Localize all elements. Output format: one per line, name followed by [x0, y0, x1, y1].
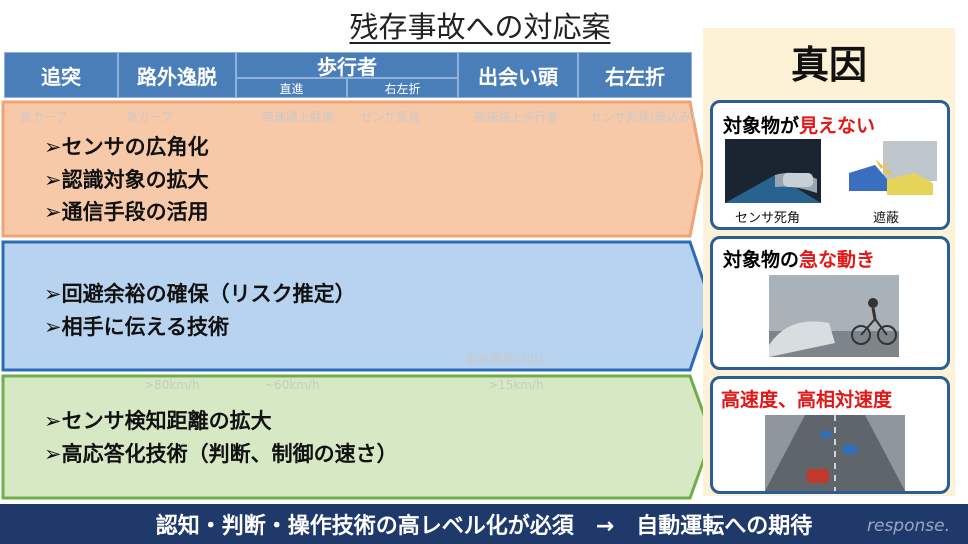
- band-item: ➢認識対象の拡大: [44, 164, 209, 197]
- ghost-text: >15km/h: [488, 378, 544, 392]
- band-item: ➢高応答化技術（判断、制御の速さ）: [44, 438, 398, 471]
- card-label-text: 対象物の: [723, 249, 799, 271]
- card-label-highlight: 見えない: [799, 115, 875, 137]
- band-item: ➢センサの広角化: [44, 131, 209, 164]
- band-item: ➢回避余裕の確保（リスク推定）: [44, 278, 356, 311]
- sensor-blindspot-image: [725, 139, 821, 203]
- header-rear-end: 追突: [4, 52, 118, 98]
- ghost-text: センサ死角(巻込み): [590, 108, 695, 125]
- band-3-items: ➢センサ検知距離の拡大 ➢高応答化技術（判断、制御の速さ）: [44, 405, 398, 470]
- occlusion-image: [845, 139, 941, 203]
- card-label-highlight: 高速度、高相対速度: [721, 385, 892, 412]
- page-title: 残存事故への対応案: [300, 4, 660, 46]
- header-crossing: 出会い頭: [458, 52, 578, 98]
- band-1-items: ➢センサの広角化 ➢認識対象の拡大 ➢通信手段の活用: [44, 131, 209, 229]
- card-label-text: 対象物が: [723, 115, 799, 137]
- highway-image: [765, 415, 905, 491]
- card-label-highlight: 急な動き: [799, 249, 875, 271]
- cyclist-image: [769, 275, 899, 357]
- ghost-text: センサ死角: [360, 108, 420, 125]
- band-item: ➢センサ検知距離の拡大: [44, 405, 398, 438]
- caption-sensor-blindspot: センサ死角: [735, 207, 800, 226]
- footer-message: 認知・判断・操作技術の高レベル化が必須 → 自動運転への期待: [0, 508, 968, 540]
- ghost-text: >80km/h: [144, 378, 200, 392]
- ghost-text: 急カーブ: [126, 108, 173, 125]
- card-label: 対象物の急な動き: [723, 245, 875, 272]
- card-label: 対象物が見えない: [723, 111, 875, 138]
- band-item: ➢相手に伝える技術: [44, 311, 356, 344]
- header-turning: 右左折: [578, 52, 692, 98]
- watermark-logo: response.: [867, 516, 950, 536]
- subheader-straight: 直進: [236, 78, 347, 98]
- root-cause-title: 真因: [703, 34, 955, 89]
- subheader-turning: 右左折: [347, 78, 458, 98]
- ghost-text: 自転車飛び出し: [466, 350, 550, 367]
- cause-card-invisible: 対象物が見えない センサ死角 遮蔽: [710, 100, 950, 230]
- caption-occlusion: 遮蔽: [873, 207, 899, 226]
- ghost-text: 高速路上駐車: [262, 108, 334, 125]
- ghost-text: 急カーブ: [20, 108, 67, 125]
- header-pedestrian: 歩行者: [236, 52, 458, 78]
- cause-card-high-speed: 高速度、高相対速度: [710, 376, 950, 494]
- header-road-departure: 路外逸脱: [118, 52, 236, 98]
- ghost-text: 高速路上歩行者: [474, 108, 558, 125]
- cause-card-sudden-motion: 対象物の急な動き: [710, 236, 950, 370]
- ghost-text: ~60km/h: [264, 378, 320, 392]
- band-item: ➢通信手段の活用: [44, 196, 209, 229]
- band-2-items: ➢回避余裕の確保（リスク推定） ➢相手に伝える技術: [44, 278, 356, 343]
